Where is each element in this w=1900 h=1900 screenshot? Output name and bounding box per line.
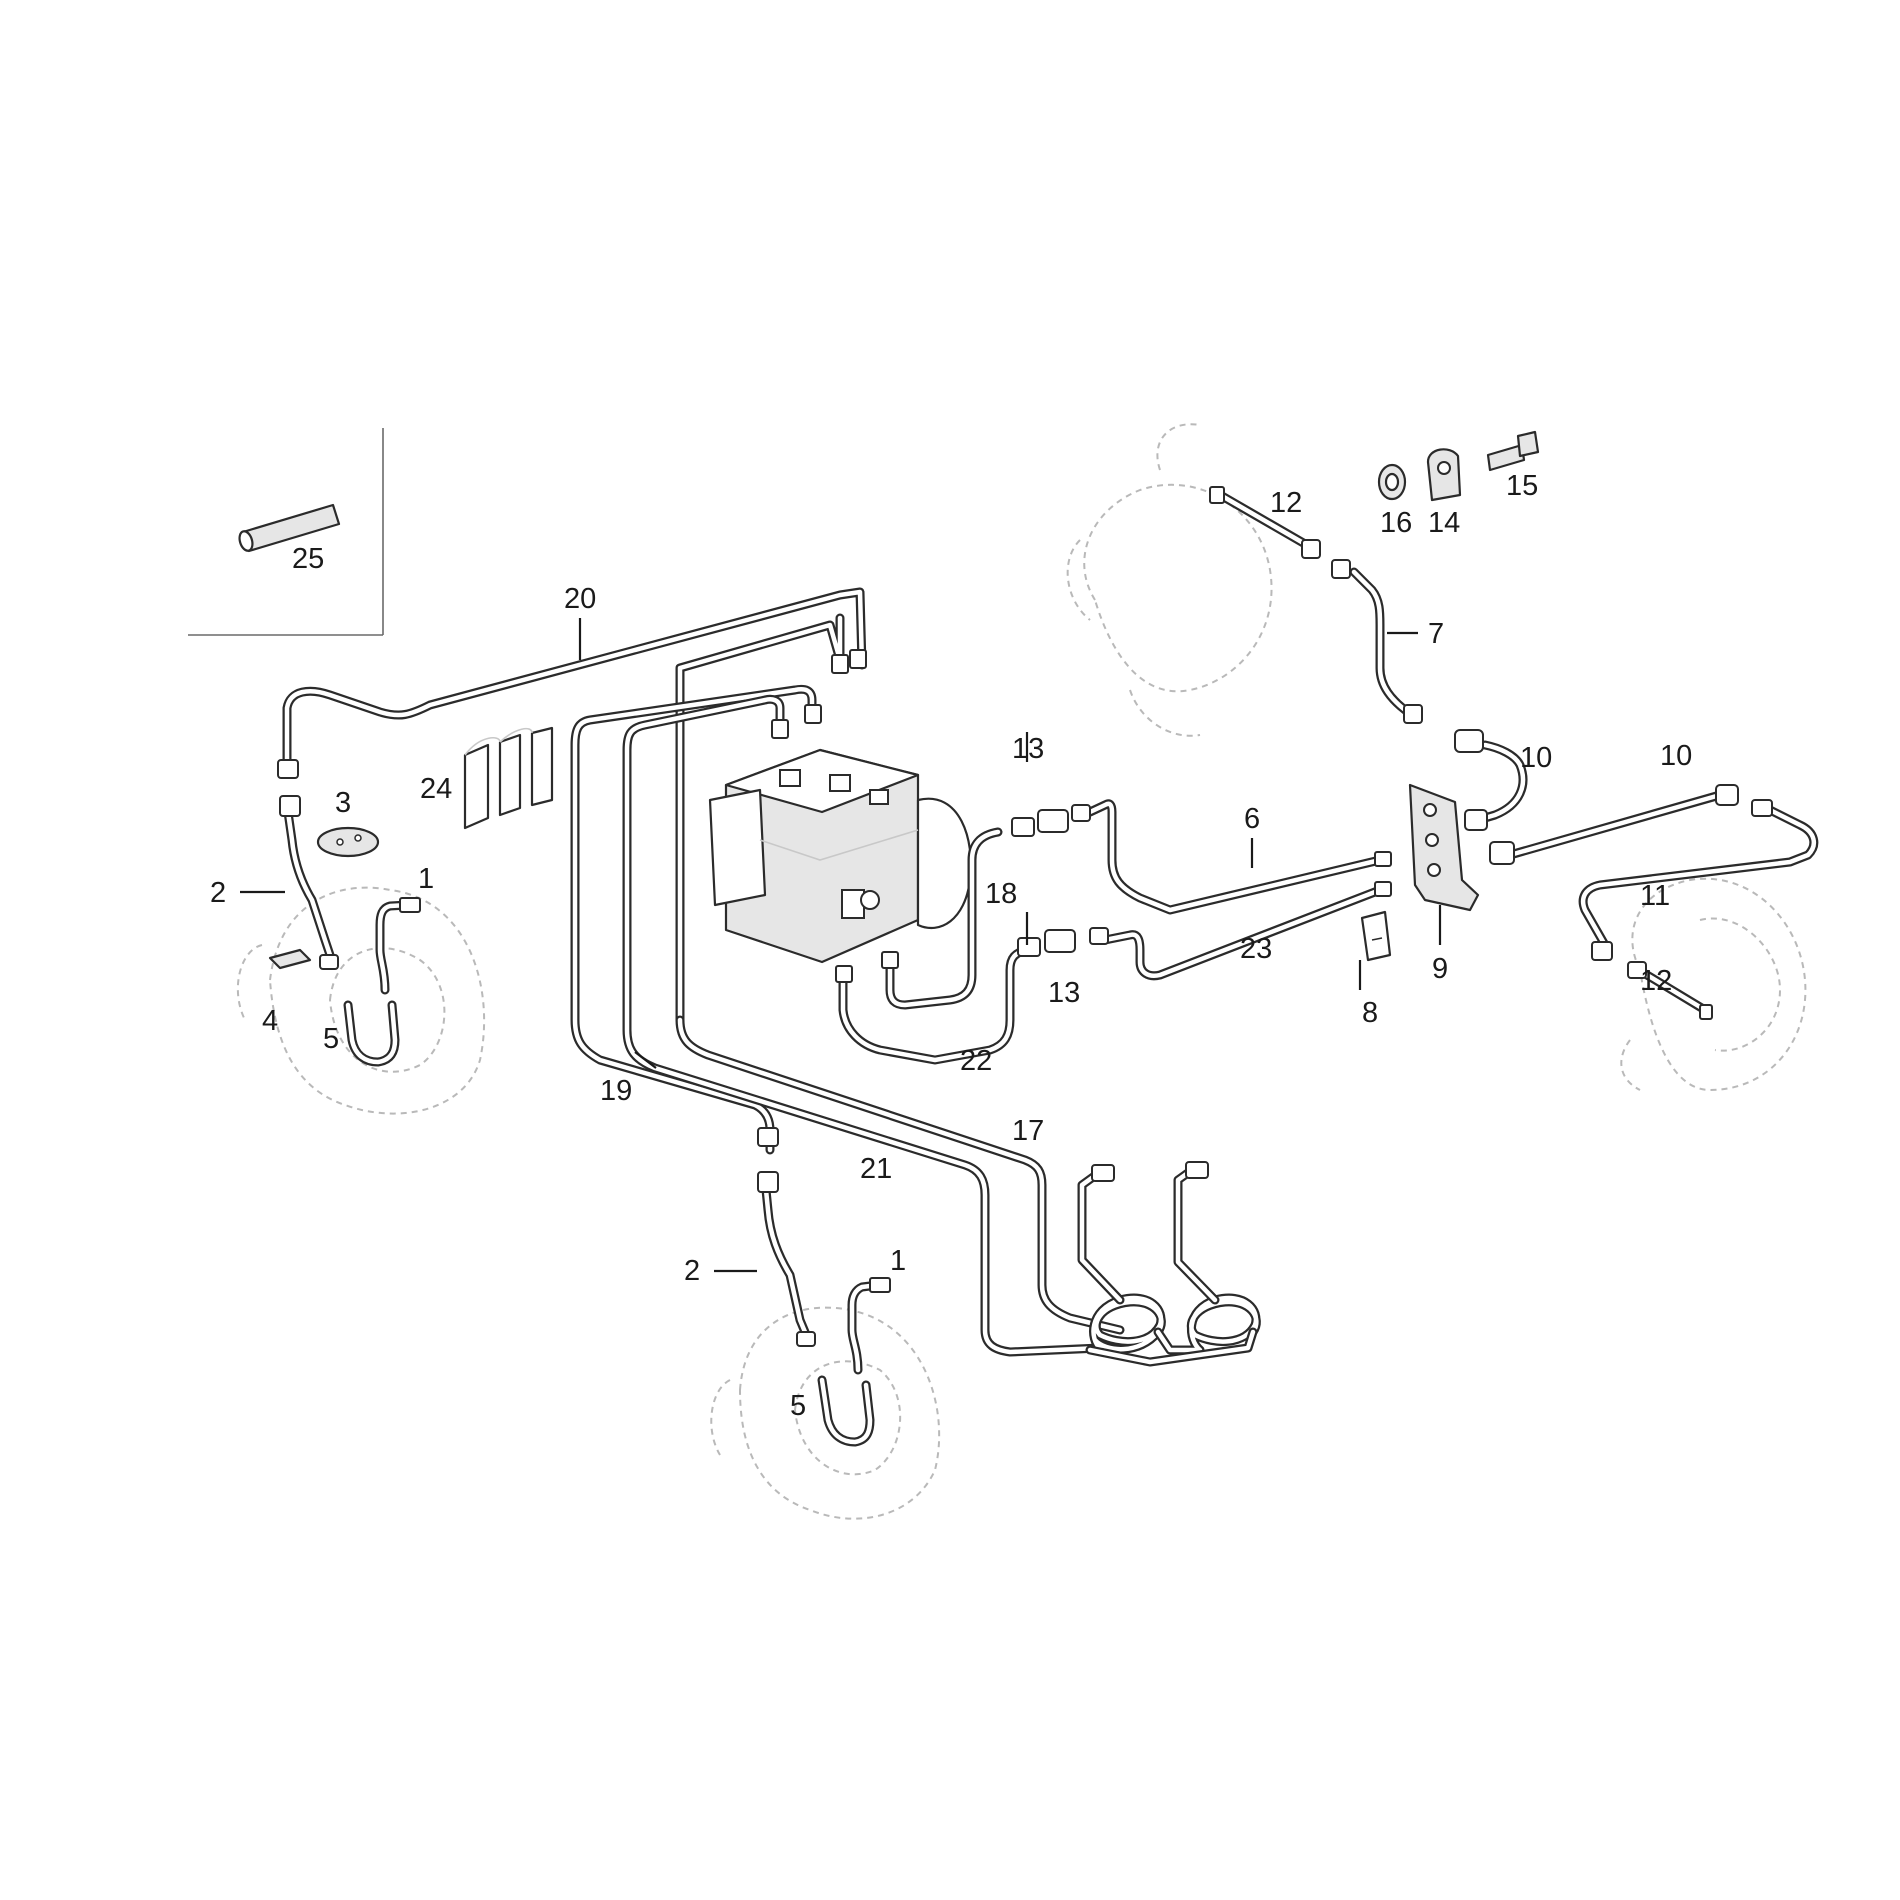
part-24-brackets <box>463 726 554 830</box>
label-7: 7 <box>1428 618 1444 650</box>
label-2: 2 <box>210 877 226 909</box>
ghost-rear-left-hub <box>1066 423 1273 737</box>
label-10: 10 <box>1520 742 1552 774</box>
part-8-shim <box>1360 910 1392 962</box>
part-15-bolt <box>1486 430 1540 472</box>
label-9: 9 <box>1432 953 1448 985</box>
leader-lines <box>240 618 1442 1273</box>
label-17: 17 <box>1012 1115 1044 1147</box>
label-5: 5 <box>790 1390 806 1422</box>
label-21: 21 <box>860 1153 892 1185</box>
ghost-front-right-wheel <box>710 1306 941 1520</box>
pipe-fittings <box>277 486 1773 1347</box>
label-5: 5 <box>323 1023 339 1055</box>
label-4: 4 <box>262 1005 278 1037</box>
part-14-clamp <box>1426 448 1462 502</box>
label-15: 15 <box>1506 470 1538 502</box>
part-16-grommet <box>1377 463 1407 501</box>
ghost-rear-right-hub <box>1620 877 1807 1092</box>
label-23: 23 <box>1240 933 1272 965</box>
label-8: 8 <box>1362 997 1378 1029</box>
inset-frame <box>188 428 384 636</box>
label-6: 6 <box>1244 803 1260 835</box>
label-12: 12 <box>1270 487 1302 519</box>
label-20: 20 <box>564 583 596 615</box>
part-25-sleeve <box>238 503 341 553</box>
label-24: 24 <box>420 773 452 805</box>
label-14: 14 <box>1428 507 1460 539</box>
part-4-clip <box>268 948 312 970</box>
ghost-front-left-wheel <box>236 886 486 1115</box>
label-19: 19 <box>600 1075 632 1107</box>
part-9-bracket-plate <box>1408 783 1480 912</box>
label-1: 1 <box>418 863 434 895</box>
label-10: 10 <box>1660 740 1692 772</box>
label-2: 2 <box>684 1255 700 1287</box>
part-3-flange <box>316 826 380 858</box>
label-18: 18 <box>985 878 1017 910</box>
label-25: 25 <box>292 543 324 575</box>
brake-pipes <box>282 491 1819 1447</box>
label-3: 3 <box>335 787 351 819</box>
callout-labels: 1 1 2 2 3 4 5 5 6 7 8 9 10 10 11 12 12 1… <box>210 470 1692 1422</box>
abs-modulator-unit <box>708 748 972 964</box>
label-12: 12 <box>1640 965 1672 997</box>
label-22: 22 <box>960 1045 992 1077</box>
label-11: 11 <box>1640 880 1670 912</box>
label-16: 16 <box>1380 507 1412 539</box>
label-1: 1 <box>890 1245 906 1277</box>
label-13: 13 <box>1048 977 1080 1009</box>
label-13: 13 <box>1012 733 1044 765</box>
